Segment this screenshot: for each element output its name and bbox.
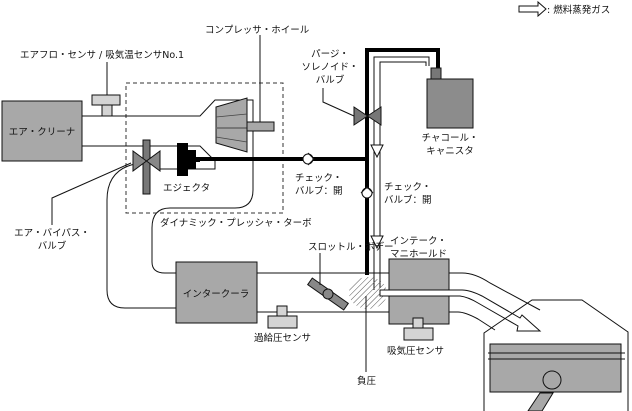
connecting-rod: [527, 392, 554, 411]
purge-valve-label-2: ソレノイド・: [301, 62, 358, 73]
purge-valve-label-1: パージ・: [311, 49, 349, 60]
manifold-label-1: インテーク・: [390, 236, 447, 247]
air-bypass-valve-label-2: バルブ: [38, 240, 67, 252]
fuel-vapor-flow-arrow-icon: [379, 289, 542, 332]
check-valve-1-arrow-icon: [307, 152, 315, 166]
manifold-label-2: マニホールド: [390, 249, 447, 260]
dynamic-pressure-turbo-label: ダイナミック・プレッシャ・ターボ: [160, 217, 312, 229]
compressor-shaft: [246, 121, 275, 132]
hollow-arrow-icon: [518, 0, 547, 18]
intercooler-label: インタークーラ: [183, 289, 250, 300]
air-cleaner: [1, 100, 83, 162]
check-valve-2-arrow-icon: [360, 186, 374, 194]
check-valve-2-label-1: チェック・: [384, 182, 431, 193]
engine-cylinder-head: [483, 299, 629, 411]
charcoal-canister: [426, 78, 474, 129]
compressor-outlet-pipe: [151, 140, 254, 274]
compressor-wheel-label: コンプレッサ・ホイール: [205, 25, 310, 36]
check-valve-1-label-2: バルブ：開: [295, 185, 343, 197]
canister-label-2: キャニスタ: [426, 146, 474, 157]
canister-port: [430, 67, 442, 80]
purge-solenoid-valve: [353, 106, 382, 126]
purge-line: [200, 48, 440, 275]
airflow-sensor-stem: [101, 104, 113, 117]
intake-sensor-label: 吸気圧センサ: [387, 345, 444, 357]
vapor-flow-arrow-icon: [370, 144, 384, 159]
airflow-sensor: [91, 94, 121, 106]
legend-label: : 燃料蒸発ガス: [547, 4, 610, 16]
fuel-vapor-path: [373, 56, 430, 290]
intercooler: [175, 261, 258, 324]
air-bypass-valve-label-1: エア・バイパス・: [14, 228, 90, 239]
throttle-body: [306, 277, 350, 311]
check-valve-2-label-2: バルブ：開: [384, 194, 432, 206]
check-valve-1-label-1: チェック・: [295, 173, 342, 184]
compressor-blade: [215, 113, 248, 118]
airflow-sensor-label: エアフロ・センサ / 吸気温センサNo.1: [20, 49, 184, 61]
check-valve-1: [302, 153, 314, 165]
boost-pressure-sensor: [267, 315, 298, 329]
check-valve-2: [361, 187, 373, 199]
air-bypass-valve-leader: [51, 162, 132, 225]
legend: : 燃料蒸発ガス: [518, 0, 610, 18]
dynamic-pressure-turbo-boundary: [125, 82, 284, 214]
ejector: [177, 143, 200, 176]
air-bypass-valve-stem: [142, 139, 151, 195]
piston-pin: [542, 370, 562, 390]
intake-sensor-stem: [412, 317, 424, 329]
air-bypass-valve: [132, 150, 161, 172]
purge-valve-leader: [322, 88, 355, 117]
vapor-flow-arrow-icon: [370, 235, 384, 250]
boost-sensor-stem: [276, 305, 288, 317]
intake-pressure-sensor: [403, 327, 434, 341]
intake-runner: [449, 272, 541, 331]
canister-label-1: チャコール・: [422, 133, 479, 144]
throttle-body-label: スロットル・ボデー: [308, 241, 394, 253]
intake-pipe-upper: [82, 99, 254, 140]
compressor-wheel: [215, 97, 248, 153]
negative-pressure-label: 負圧: [357, 375, 377, 387]
compressor-blade: [215, 136, 248, 143]
bypass-return-pipe: [106, 163, 176, 309]
purge-valve-label-3: バルブ: [316, 74, 345, 86]
ejector-label: エジェクタ: [163, 183, 210, 194]
negative-pressure-zone: [349, 277, 387, 309]
air-cleaner-label: エア・クリーナ: [9, 127, 76, 138]
boost-sensor-label: 過給圧センサ: [254, 332, 311, 344]
